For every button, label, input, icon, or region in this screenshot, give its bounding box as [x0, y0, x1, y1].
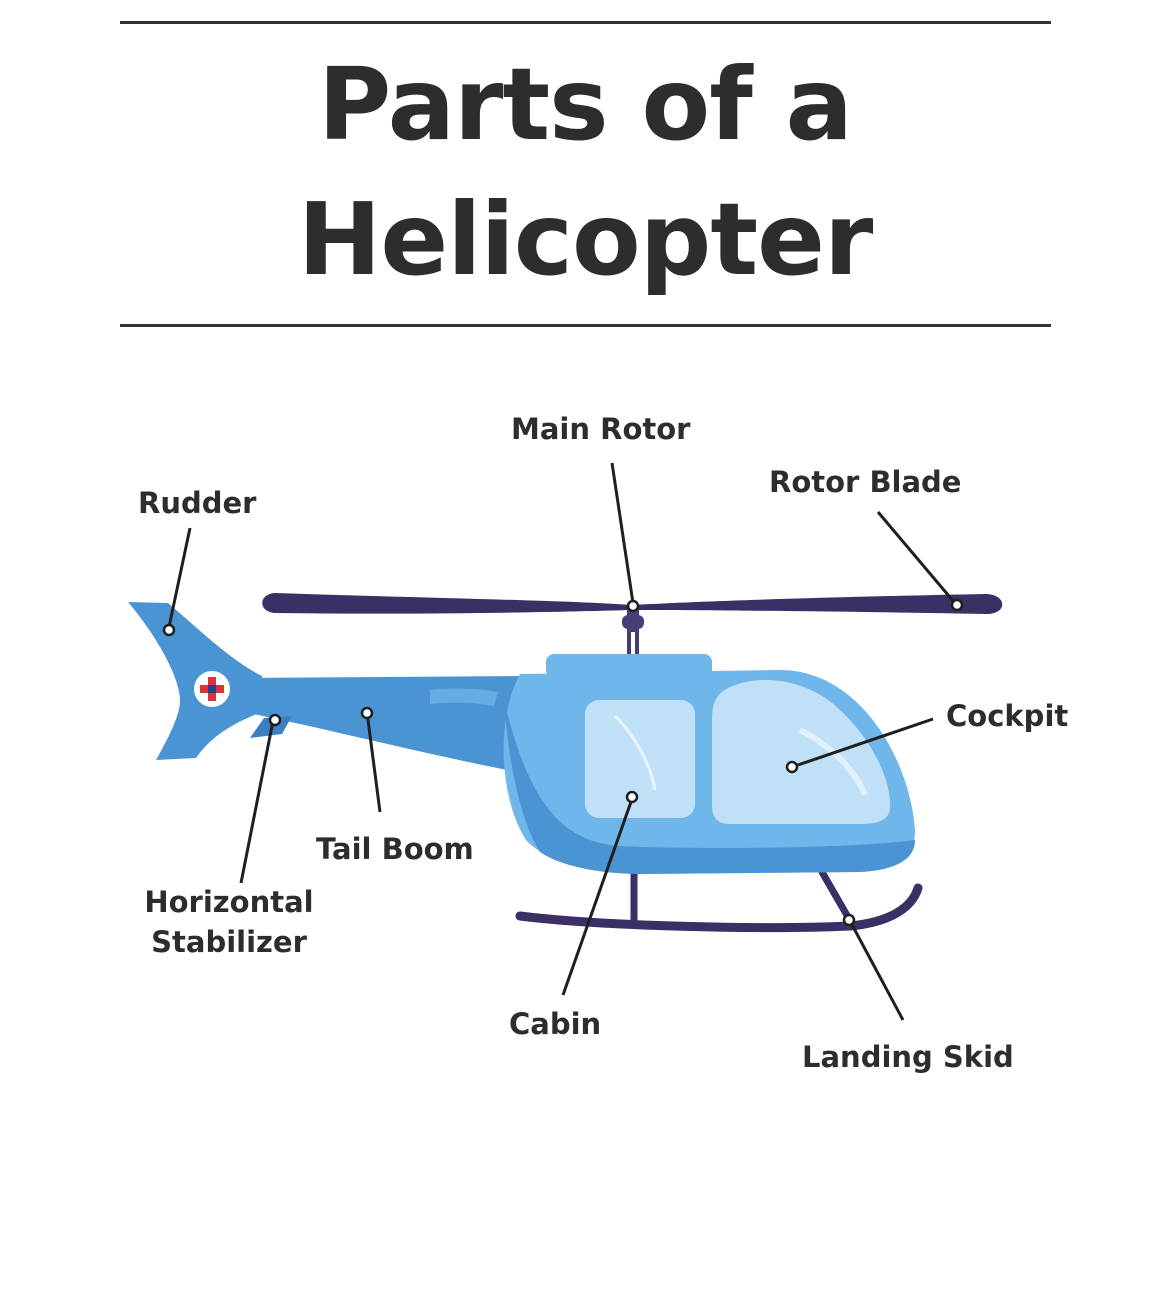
rotor-blade-graphic	[262, 593, 1003, 615]
dot-rudder	[162, 623, 176, 637]
label-horizontal-stabilizer-line2: Stabilizer	[151, 925, 307, 960]
label-cabin: Cabin	[509, 1007, 602, 1041]
leader-lines	[167, 462, 956, 1021]
label-horizontal-stabilizer-line1: Horizontal	[144, 885, 314, 919]
label-main-rotor: Main Rotor	[511, 412, 691, 446]
tail-boom-graphic	[236, 676, 540, 776]
bottom-rule	[120, 324, 1051, 327]
landing-skid-graphic	[515, 868, 923, 933]
leader-rotor-blade	[876, 511, 956, 603]
helicopter-body-graphic	[503, 654, 915, 874]
title-line-1: Parts of a	[317, 46, 853, 163]
leader-cockpit	[794, 717, 934, 768]
medical-cross-icon	[194, 671, 230, 707]
leader-main-rotor	[610, 462, 635, 604]
dot-landing-skid	[842, 913, 856, 927]
dot-tail-boom	[360, 706, 374, 720]
dot-horizontal-stabilizer	[268, 713, 282, 727]
dot-cockpit	[785, 760, 799, 774]
rudder-graphic	[128, 602, 262, 760]
leader-rudder	[167, 527, 192, 628]
label-tail-boom: Tail Boom	[316, 832, 474, 866]
label-rotor-blade: Rotor Blade	[769, 465, 962, 499]
title-line-2: Helicopter	[297, 181, 874, 298]
label-landing-skid: Landing Skid	[802, 1040, 1014, 1074]
label-cockpit: Cockpit	[946, 699, 1069, 733]
label-horizontal-stabilizer: Horizontal Stabilizer	[140, 882, 318, 962]
dot-main-rotor	[626, 599, 640, 613]
dot-rotor-blade	[950, 598, 964, 612]
dot-cabin	[625, 790, 639, 804]
leader-tail-boom	[365, 711, 382, 813]
label-rudder: Rudder	[138, 486, 257, 520]
top-rule	[120, 21, 1051, 24]
leader-landing-skid	[848, 920, 905, 1021]
leader-horizontal-stabilizer	[239, 720, 275, 884]
marker-dots	[162, 598, 964, 927]
leader-cabin	[561, 798, 634, 996]
rotor-mast-graphic	[622, 610, 644, 658]
